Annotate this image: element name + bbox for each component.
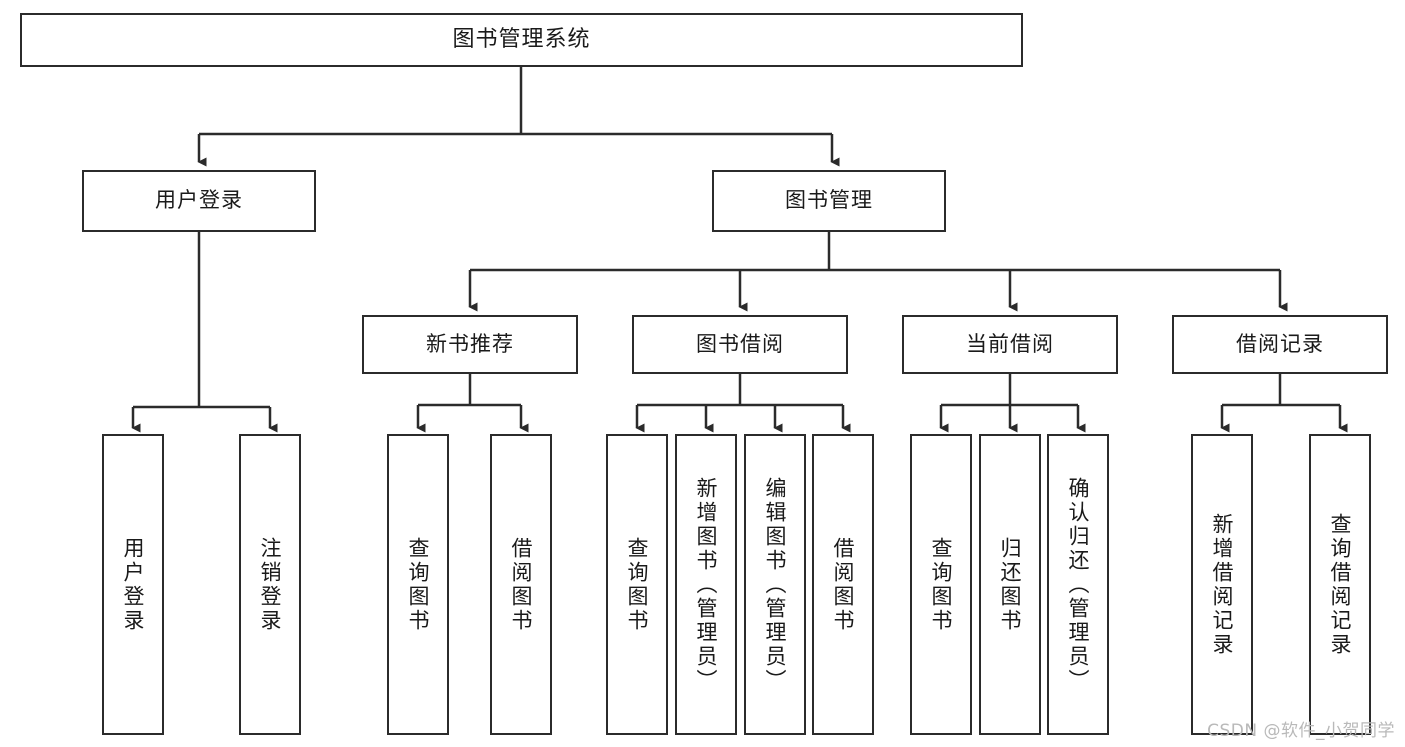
leaf-return-book-label: 归还图书 — [998, 536, 1023, 633]
csdn-watermark: CSDN @软件_小贺同学 — [1207, 721, 1395, 741]
node-borrow-record-label: 借阅记录 — [1236, 331, 1324, 356]
node-root[interactable]: 图书管理系统 — [20, 13, 1023, 67]
leaf-borrow-book-2-label: 借阅图书 — [831, 536, 856, 633]
node-new-book-rec-label: 新书推荐 — [426, 331, 514, 356]
node-book-borrow-label: 图书借阅 — [696, 331, 784, 356]
node-new-book-rec[interactable]: 新书推荐 — [362, 315, 578, 374]
node-current-borrow[interactable]: 当前借阅 — [902, 315, 1118, 374]
leaf-add-book[interactable]: 新增图书（管理员） — [675, 434, 737, 735]
leaf-borrow-book-2[interactable]: 借阅图书 — [812, 434, 874, 735]
leaf-query-book-2-label: 查询图书 — [625, 536, 650, 633]
leaf-user-logout-label: 注销登录 — [258, 536, 283, 633]
node-borrow-record[interactable]: 借阅记录 — [1172, 315, 1388, 374]
leaf-query-book-2[interactable]: 查询图书 — [606, 434, 668, 735]
leaf-query-book-3-label: 查询图书 — [929, 536, 954, 633]
node-book-manage[interactable]: 图书管理 — [712, 170, 946, 232]
leaf-add-book-label: 新增图书（管理员） — [694, 476, 719, 693]
leaf-add-record[interactable]: 新增借阅记录 — [1191, 434, 1253, 735]
leaf-borrow-book-1[interactable]: 借阅图书 — [490, 434, 552, 735]
leaf-query-record[interactable]: 查询借阅记录 — [1309, 434, 1371, 735]
leaf-query-book-3[interactable]: 查询图书 — [910, 434, 972, 735]
node-user-login[interactable]: 用户登录 — [82, 170, 316, 232]
leaf-confirm-return[interactable]: 确认归还（管理员） — [1047, 434, 1109, 735]
node-book-borrow[interactable]: 图书借阅 — [632, 315, 848, 374]
node-root-label: 图书管理系统 — [452, 26, 591, 52]
leaf-query-book-1[interactable]: 查询图书 — [387, 434, 449, 735]
leaf-user-login-label: 用户登录 — [121, 536, 146, 633]
node-current-borrow-label: 当前借阅 — [966, 331, 1054, 356]
leaf-confirm-return-label: 确认归还（管理员） — [1066, 476, 1091, 693]
leaf-query-record-label: 查询借阅记录 — [1328, 512, 1353, 657]
node-book-manage-label: 图书管理 — [785, 188, 873, 213]
leaf-user-logout[interactable]: 注销登录 — [239, 434, 301, 735]
leaf-query-book-1-label: 查询图书 — [406, 536, 431, 633]
leaf-edit-book[interactable]: 编辑图书（管理员） — [744, 434, 806, 735]
leaf-edit-book-label: 编辑图书（管理员） — [763, 476, 788, 693]
leaf-borrow-book-1-label: 借阅图书 — [509, 536, 534, 633]
node-user-login-label: 用户登录 — [155, 188, 243, 213]
leaf-add-record-label: 新增借阅记录 — [1210, 512, 1235, 657]
leaf-return-book[interactable]: 归还图书 — [979, 434, 1041, 735]
leaf-user-login[interactable]: 用户登录 — [102, 434, 164, 735]
